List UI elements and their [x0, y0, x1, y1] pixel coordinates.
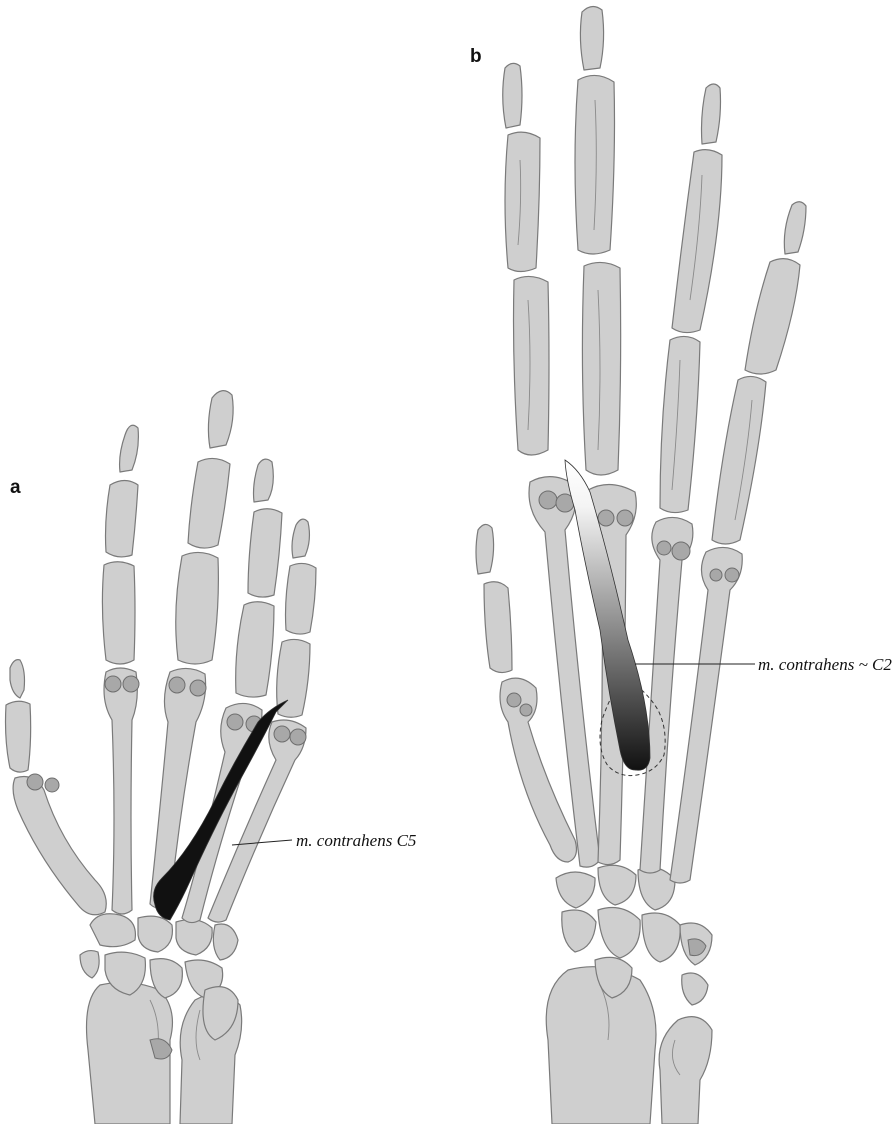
- panel-b-radius: [546, 967, 656, 1124]
- panel-b-digit-4: [640, 84, 722, 873]
- panel-a-digit-1: [6, 660, 107, 915]
- panel-b-letter: b: [470, 46, 482, 67]
- panel-a-digit-2: [102, 425, 139, 914]
- panel-b-muscle-label: m. contrahens ~ C2: [758, 655, 892, 674]
- panel-a-muscle-label: m. contrahens C5: [296, 831, 416, 850]
- panel-b: b: [470, 6, 892, 1124]
- panel-a: a: [6, 391, 417, 1124]
- panel-a-letter: a: [10, 477, 21, 498]
- panel-b-ulna: [659, 1017, 712, 1124]
